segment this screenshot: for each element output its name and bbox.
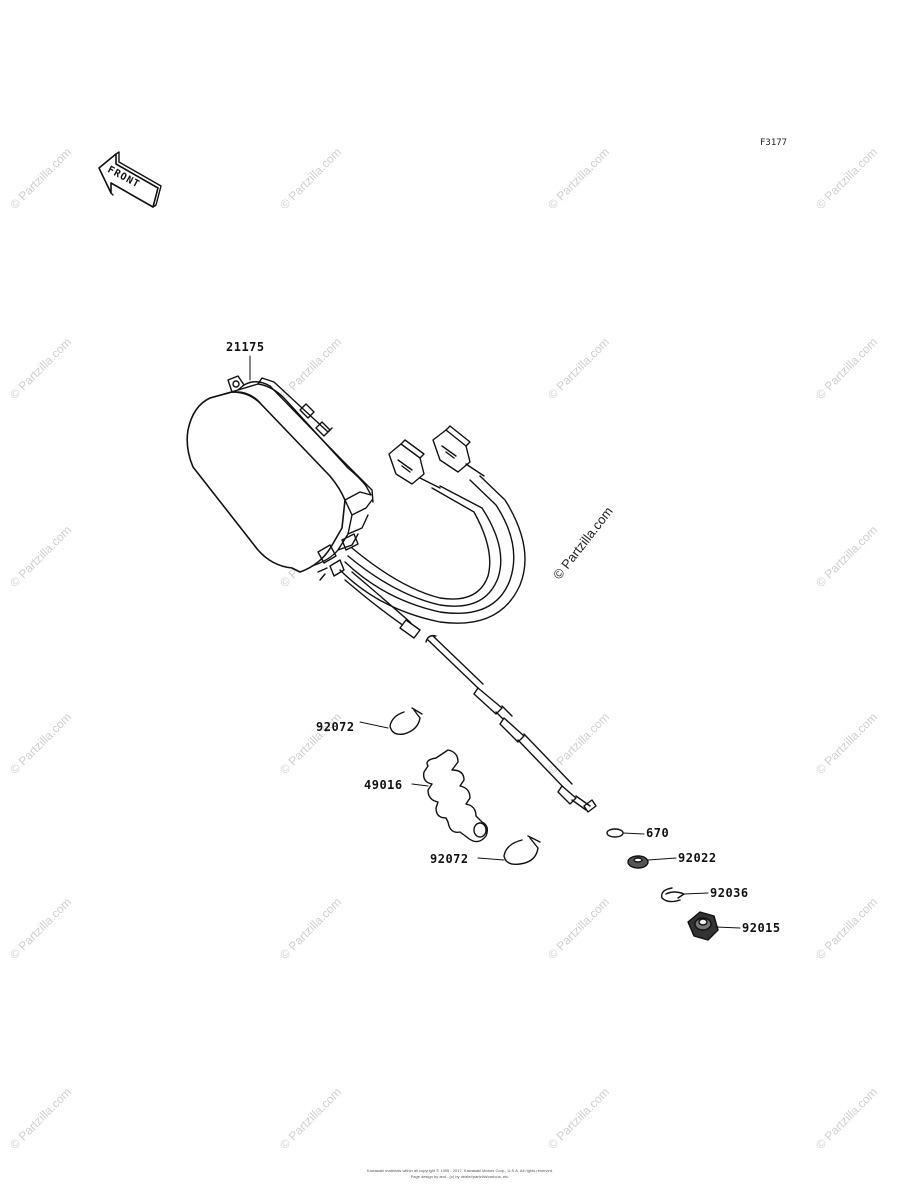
part-label-21175: 21175 (226, 340, 265, 354)
o-ring-670 (606, 828, 645, 838)
washer-92022 (627, 855, 677, 869)
part-label-92022: 92022 (678, 851, 717, 865)
connector-right (432, 425, 485, 477)
copyright-line-1: Kawasaki materials within all copyright … (366, 1168, 554, 1173)
clip-92072-lower (477, 835, 541, 866)
copyright-notice: Kawasaki materials within all copyright … (310, 1168, 610, 1180)
nut-92015 (687, 911, 741, 941)
spring-washer-92036 (661, 887, 709, 903)
copyright-line-2: Page design by and - (c) by dealer/partz… (410, 1174, 510, 1179)
connector-left (388, 439, 441, 489)
part-label-92015: 92015 (742, 921, 781, 935)
figure-code: F3177 (760, 138, 788, 148)
part-label-670: 670 (646, 826, 670, 840)
clip-92072-upper (359, 707, 423, 736)
boot-49016 (411, 749, 489, 843)
wire-harness (339, 475, 526, 639)
control-unit-21175 (186, 375, 374, 581)
part-label-92072-lower: 92072 (430, 852, 469, 866)
part-label-49016: 49016 (364, 778, 403, 792)
front-arrow-icon (98, 151, 162, 208)
control-cable (425, 634, 597, 813)
part-label-92036: 92036 (710, 886, 749, 900)
part-label-92072-upper: 92072 (316, 720, 355, 734)
